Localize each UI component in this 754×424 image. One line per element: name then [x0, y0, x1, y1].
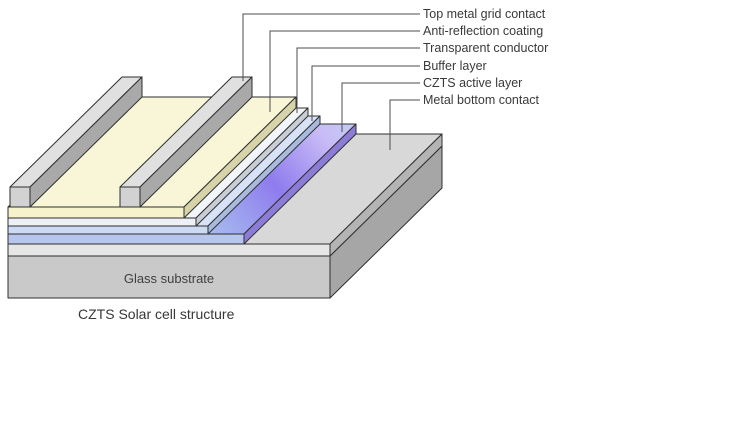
diagram-caption: CZTS Solar cell structure — [78, 306, 235, 322]
buffer-front-face — [7, 225, 209, 235]
grid-bar-2 — [119, 76, 253, 208]
arc-front-face — [7, 206, 185, 219]
grid-bar-2-front-face — [119, 186, 141, 208]
callout-label-buffer: Buffer layer — [423, 59, 487, 73]
callout-line-czts-active — [341, 82, 420, 132]
glass-substrate-label: Glass substrate — [124, 271, 214, 286]
callout-line-transparent-conductor — [296, 47, 420, 113]
callout-line-metal-bottom — [389, 99, 420, 150]
czts-front-face — [7, 233, 245, 245]
callout-label-metal-bottom: Metal bottom contact — [423, 93, 540, 107]
layer-top-metal-grid — [9, 76, 253, 208]
callout-line-buffer — [311, 65, 420, 121]
tco-front-face — [7, 217, 197, 227]
callout-lines — [242, 13, 420, 150]
callout-label-anti-reflection: Anti-reflection coating — [423, 24, 543, 38]
callout-line-top-metal-grid — [242, 13, 420, 81]
grid-bar-1-front-face — [9, 186, 31, 208]
callout-line-anti-reflection — [269, 30, 420, 112]
callout-label-top-metal-grid: Top metal grid contact — [423, 7, 546, 21]
callout-label-transparent-conductor: Transparent conductor — [423, 41, 548, 55]
metal-bottom-front-face — [7, 243, 331, 257]
callout-labels: Top metal grid contact Anti-reflection c… — [423, 7, 548, 107]
callout-label-czts-active: CZTS active layer — [423, 76, 522, 90]
grid-bar-1 — [9, 76, 143, 208]
